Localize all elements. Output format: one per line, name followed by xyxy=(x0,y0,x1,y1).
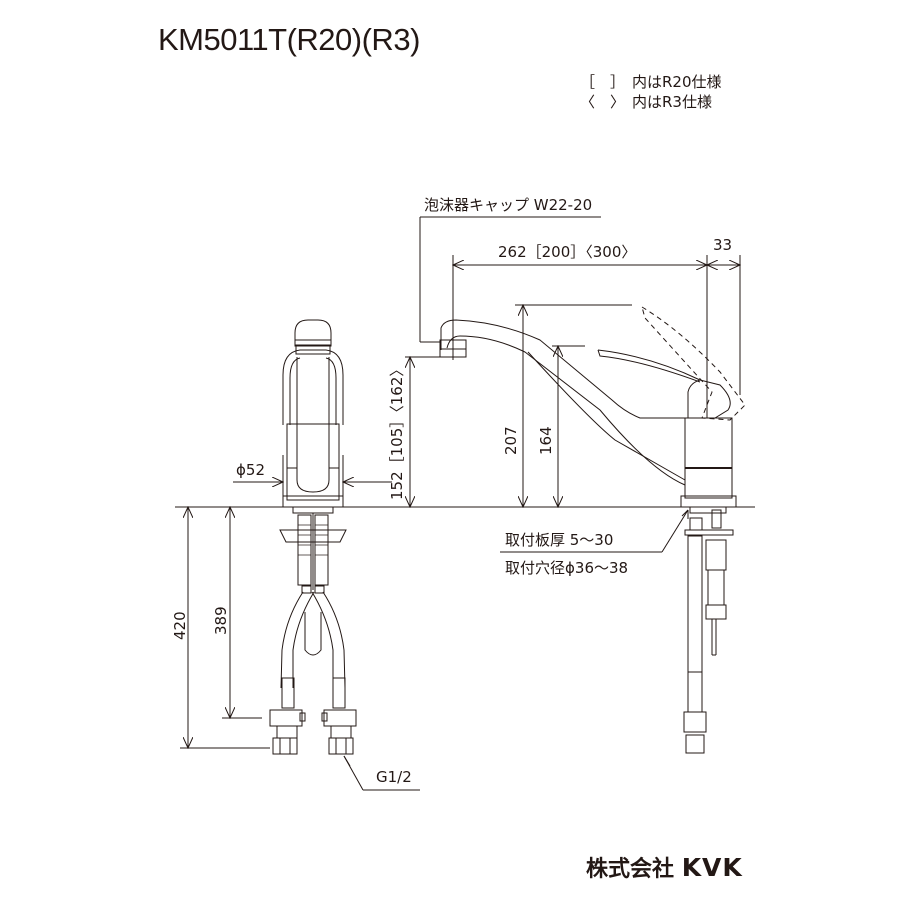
vertical-dimensions xyxy=(405,305,632,507)
body-diameter-label: ϕ52 xyxy=(236,461,265,479)
legend-r3: 〈 〉内はR3仕様 xyxy=(580,92,722,112)
aerator-label: 泡沫器キャップ W22-20 xyxy=(424,196,592,214)
handle-height-label: 164 xyxy=(537,426,555,455)
model-title: KM5011T(R20)(R3) xyxy=(158,22,420,57)
company-prefix: 株式会社 xyxy=(586,857,675,882)
total-height-label: 207 xyxy=(502,426,520,455)
mount-thickness-label: 取付板厚 5〜30 xyxy=(505,531,613,549)
thread-label: G1/2 xyxy=(376,768,412,786)
mount-hole-label: 取付穴径ϕ36〜38 xyxy=(505,559,628,577)
handle-offset-label: 33 xyxy=(713,236,732,254)
aerator-leader xyxy=(419,216,601,343)
legend-text: 内はR3仕様 xyxy=(632,93,712,111)
hose-nut-label: 389 xyxy=(212,606,230,635)
legend-symbol: ［ ］ xyxy=(580,73,626,91)
legend-text: 内はR20仕様 xyxy=(632,73,722,91)
hose-total-label: 420 xyxy=(171,611,189,640)
hose-dimensions xyxy=(180,507,270,748)
side-view xyxy=(439,255,746,754)
legend-symbol: 〈 〉 xyxy=(580,93,626,111)
kvk-logo: KVK xyxy=(681,853,743,882)
spout-height-label: 152［105］〈162〉 xyxy=(388,362,406,500)
spec-legend: ［ ］ 内はR20仕様 〈 〉内はR3仕様 xyxy=(580,72,722,112)
spout-length-label: 262［200］〈300〉 xyxy=(498,243,636,261)
legend-r20: ［ ］ 内はR20仕様 xyxy=(580,72,722,92)
horizontal-dimensions xyxy=(453,255,740,360)
brand-logo: 株式会社 KVK xyxy=(586,851,743,883)
front-view xyxy=(233,319,420,791)
